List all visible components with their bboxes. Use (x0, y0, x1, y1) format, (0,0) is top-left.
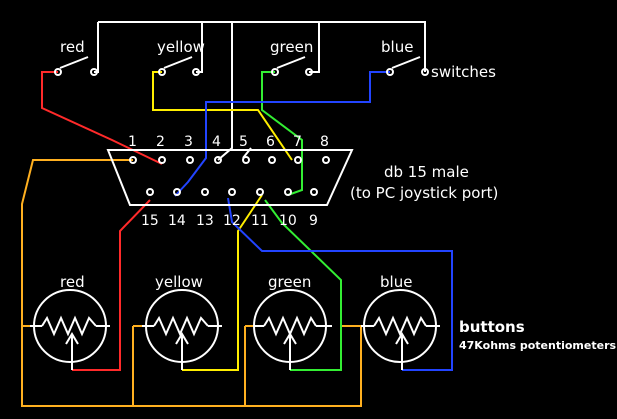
pin-2 (158, 156, 166, 164)
pin-label-4: 4 (212, 134, 221, 150)
pin-4 (214, 156, 222, 164)
pin-1 (129, 156, 137, 164)
db15-connector-outline (106, 149, 354, 206)
pot-note: 47Kohms potentiometers (459, 339, 617, 352)
switch-label-green: green (270, 38, 314, 56)
pin-label-10: 10 (279, 213, 297, 229)
switch-red-contact-a (54, 68, 62, 76)
pot-red-symbol (30, 289, 110, 370)
connector-title: db 15 male (384, 163, 469, 181)
pot-label-blue: blue (380, 273, 413, 291)
pot-label-yellow: yellow (155, 273, 203, 291)
pin-5 (242, 156, 250, 164)
potentiometers (30, 289, 440, 370)
white-wires (94, 21, 426, 161)
pin-label-1: 1 (128, 134, 137, 150)
pin-8 (322, 156, 330, 164)
pin-label-14: 14 (168, 213, 186, 229)
pot-green-symbol (253, 289, 332, 370)
pin-label-15: 15 (141, 213, 159, 229)
pin-12 (228, 188, 236, 196)
pin-3 (186, 156, 194, 164)
switch-yellow-contact-b (192, 68, 200, 76)
switch-red-contact-b (90, 68, 98, 76)
switch-label-blue: blue (381, 38, 414, 56)
switch-yellow-contact-a (158, 68, 166, 76)
pin-10 (284, 188, 292, 196)
pin-label-8: 8 (320, 134, 329, 150)
pin-label-2: 2 (156, 134, 165, 150)
pin-6 (268, 156, 276, 164)
pin-label-11: 11 (251, 213, 269, 229)
pin-label-12: 12 (223, 213, 241, 229)
green-wires (261, 71, 342, 371)
yellow-wires (152, 71, 293, 371)
buttons-label: buttons (459, 318, 525, 336)
pot-yellow-symbol (142, 289, 222, 370)
switches-label: switches (431, 63, 496, 81)
pot-label-red: red (60, 273, 85, 291)
red-wires (41, 71, 163, 371)
switch-label-yellow: yellow (157, 38, 205, 56)
switch-blue-contact-a (386, 68, 394, 76)
pin-14 (173, 188, 181, 196)
pin-label-7: 7 (293, 134, 302, 150)
switch-blue-contact-b (421, 68, 429, 76)
blue-wires (174, 71, 453, 371)
pin-15 (146, 188, 154, 196)
connector-subtitle: (to PC joystick port) (350, 184, 499, 202)
pin-label-3: 3 (184, 134, 193, 150)
switch-green-contact-a (271, 68, 279, 76)
switch-symbols (54, 56, 429, 76)
pin-9 (310, 188, 318, 196)
pin-label-6: 6 (266, 134, 275, 150)
switch-label-red: red (60, 38, 85, 56)
pin-13 (201, 188, 209, 196)
pin-label-13: 13 (196, 213, 214, 229)
pin-7 (294, 156, 302, 164)
pin-11 (256, 188, 264, 196)
pot-label-green: green (268, 273, 312, 291)
db15-pins (129, 156, 330, 196)
pin-label-5: 5 (239, 134, 248, 150)
pin-label-9: 9 (309, 213, 318, 229)
switch-green-contact-b (305, 68, 313, 76)
pot-blue-symbol (361, 289, 440, 370)
